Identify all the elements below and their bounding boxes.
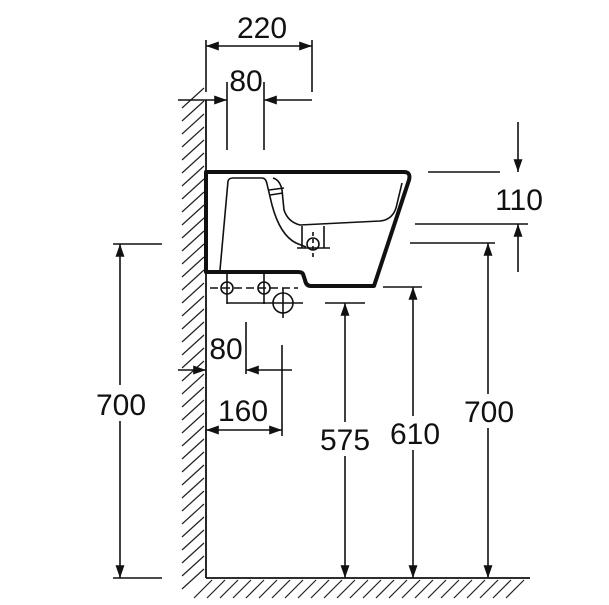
hatch-line [181,503,205,525]
dim-label-610: 610 [390,418,440,451]
hatch-line [181,139,205,161]
dim-label-575: 575 [320,424,370,457]
wall [181,87,207,590]
floor [193,577,530,599]
hatch-line [414,579,434,599]
hatch-line [181,477,205,499]
hatch-line [466,579,486,599]
hatch-line [181,243,205,265]
dim-label-80-top: 80 [229,65,262,98]
hatch-line [440,579,460,599]
hatch-line [349,579,369,599]
hatch-line [297,579,317,599]
hatch-line [181,529,205,551]
hatch-line [181,230,205,252]
hatch-line [181,269,205,291]
hatch-line [181,178,205,200]
dim-label-220: 220 [237,12,287,45]
hatch-line [284,579,304,599]
hatch-line [181,438,205,460]
dim-label-160: 160 [218,395,268,428]
hatch-line [181,542,205,564]
hatch-line [181,347,205,369]
hatch-line [181,451,205,473]
hatch-line [181,386,205,408]
hatch-line [181,490,205,512]
hatch-line [245,579,265,599]
hatch-line [258,579,278,599]
hatch-line [181,113,205,135]
hatch-line [401,579,421,599]
dim-80-lower: 80 [178,322,292,375]
hatch-line [181,425,205,447]
pipe-connections [210,272,303,318]
hatch-line [375,579,395,599]
hatch-line [219,579,239,599]
hatch-line [310,579,330,599]
hatch-line [181,100,205,122]
hatch-line [181,399,205,421]
hatch-line [181,282,205,304]
dim-700-right: 700 [410,242,519,578]
hatch-line [181,555,205,577]
hatch-line [181,217,205,239]
hatch-line [181,464,205,486]
hatch-line [181,256,205,278]
hatch-line [479,579,499,599]
hatch-line [336,579,356,599]
hatch-line [181,126,205,148]
drain-icon [306,232,320,258]
hatch-line [181,191,205,213]
hatch-line [206,579,226,599]
hatch-line [181,516,205,538]
dim-160: 160 [206,345,283,436]
hatch-line [181,568,205,590]
dim-label-700-right: 700 [464,396,514,429]
hatch-line [492,579,512,599]
dim-700-left: 700 [95,243,162,579]
hatch-line [193,579,213,599]
hatch-line [505,579,525,599]
dim-label-110: 110 [495,184,543,217]
hatch-line [181,308,205,330]
hatch-line [181,87,205,109]
hatch-line [181,295,205,317]
dim-80-top: 80 [178,65,312,150]
hatch-line [232,579,252,599]
hatch-line [181,321,205,343]
bidet-outline [204,170,412,288]
dim-575: 575 [316,302,374,578]
dim-220: 220 [205,12,313,92]
dim-110: 110 [415,122,543,272]
hatch-line [181,152,205,174]
hatch-line [323,579,343,599]
hatch-line [181,165,205,187]
dim-label-700-left: 700 [96,389,146,422]
hatch-line [181,412,205,434]
dim-label-80-lower: 80 [209,333,242,366]
hatch-line [362,579,382,599]
hatch-line [453,579,473,599]
hatch-line [181,334,205,356]
dim-610: 610 [383,286,444,578]
hatch-line [427,579,447,599]
hatch-line [388,579,408,599]
hatch-line [181,360,205,382]
hatch-line [271,579,291,599]
hatch-line [181,204,205,226]
hatch-line [181,373,205,395]
